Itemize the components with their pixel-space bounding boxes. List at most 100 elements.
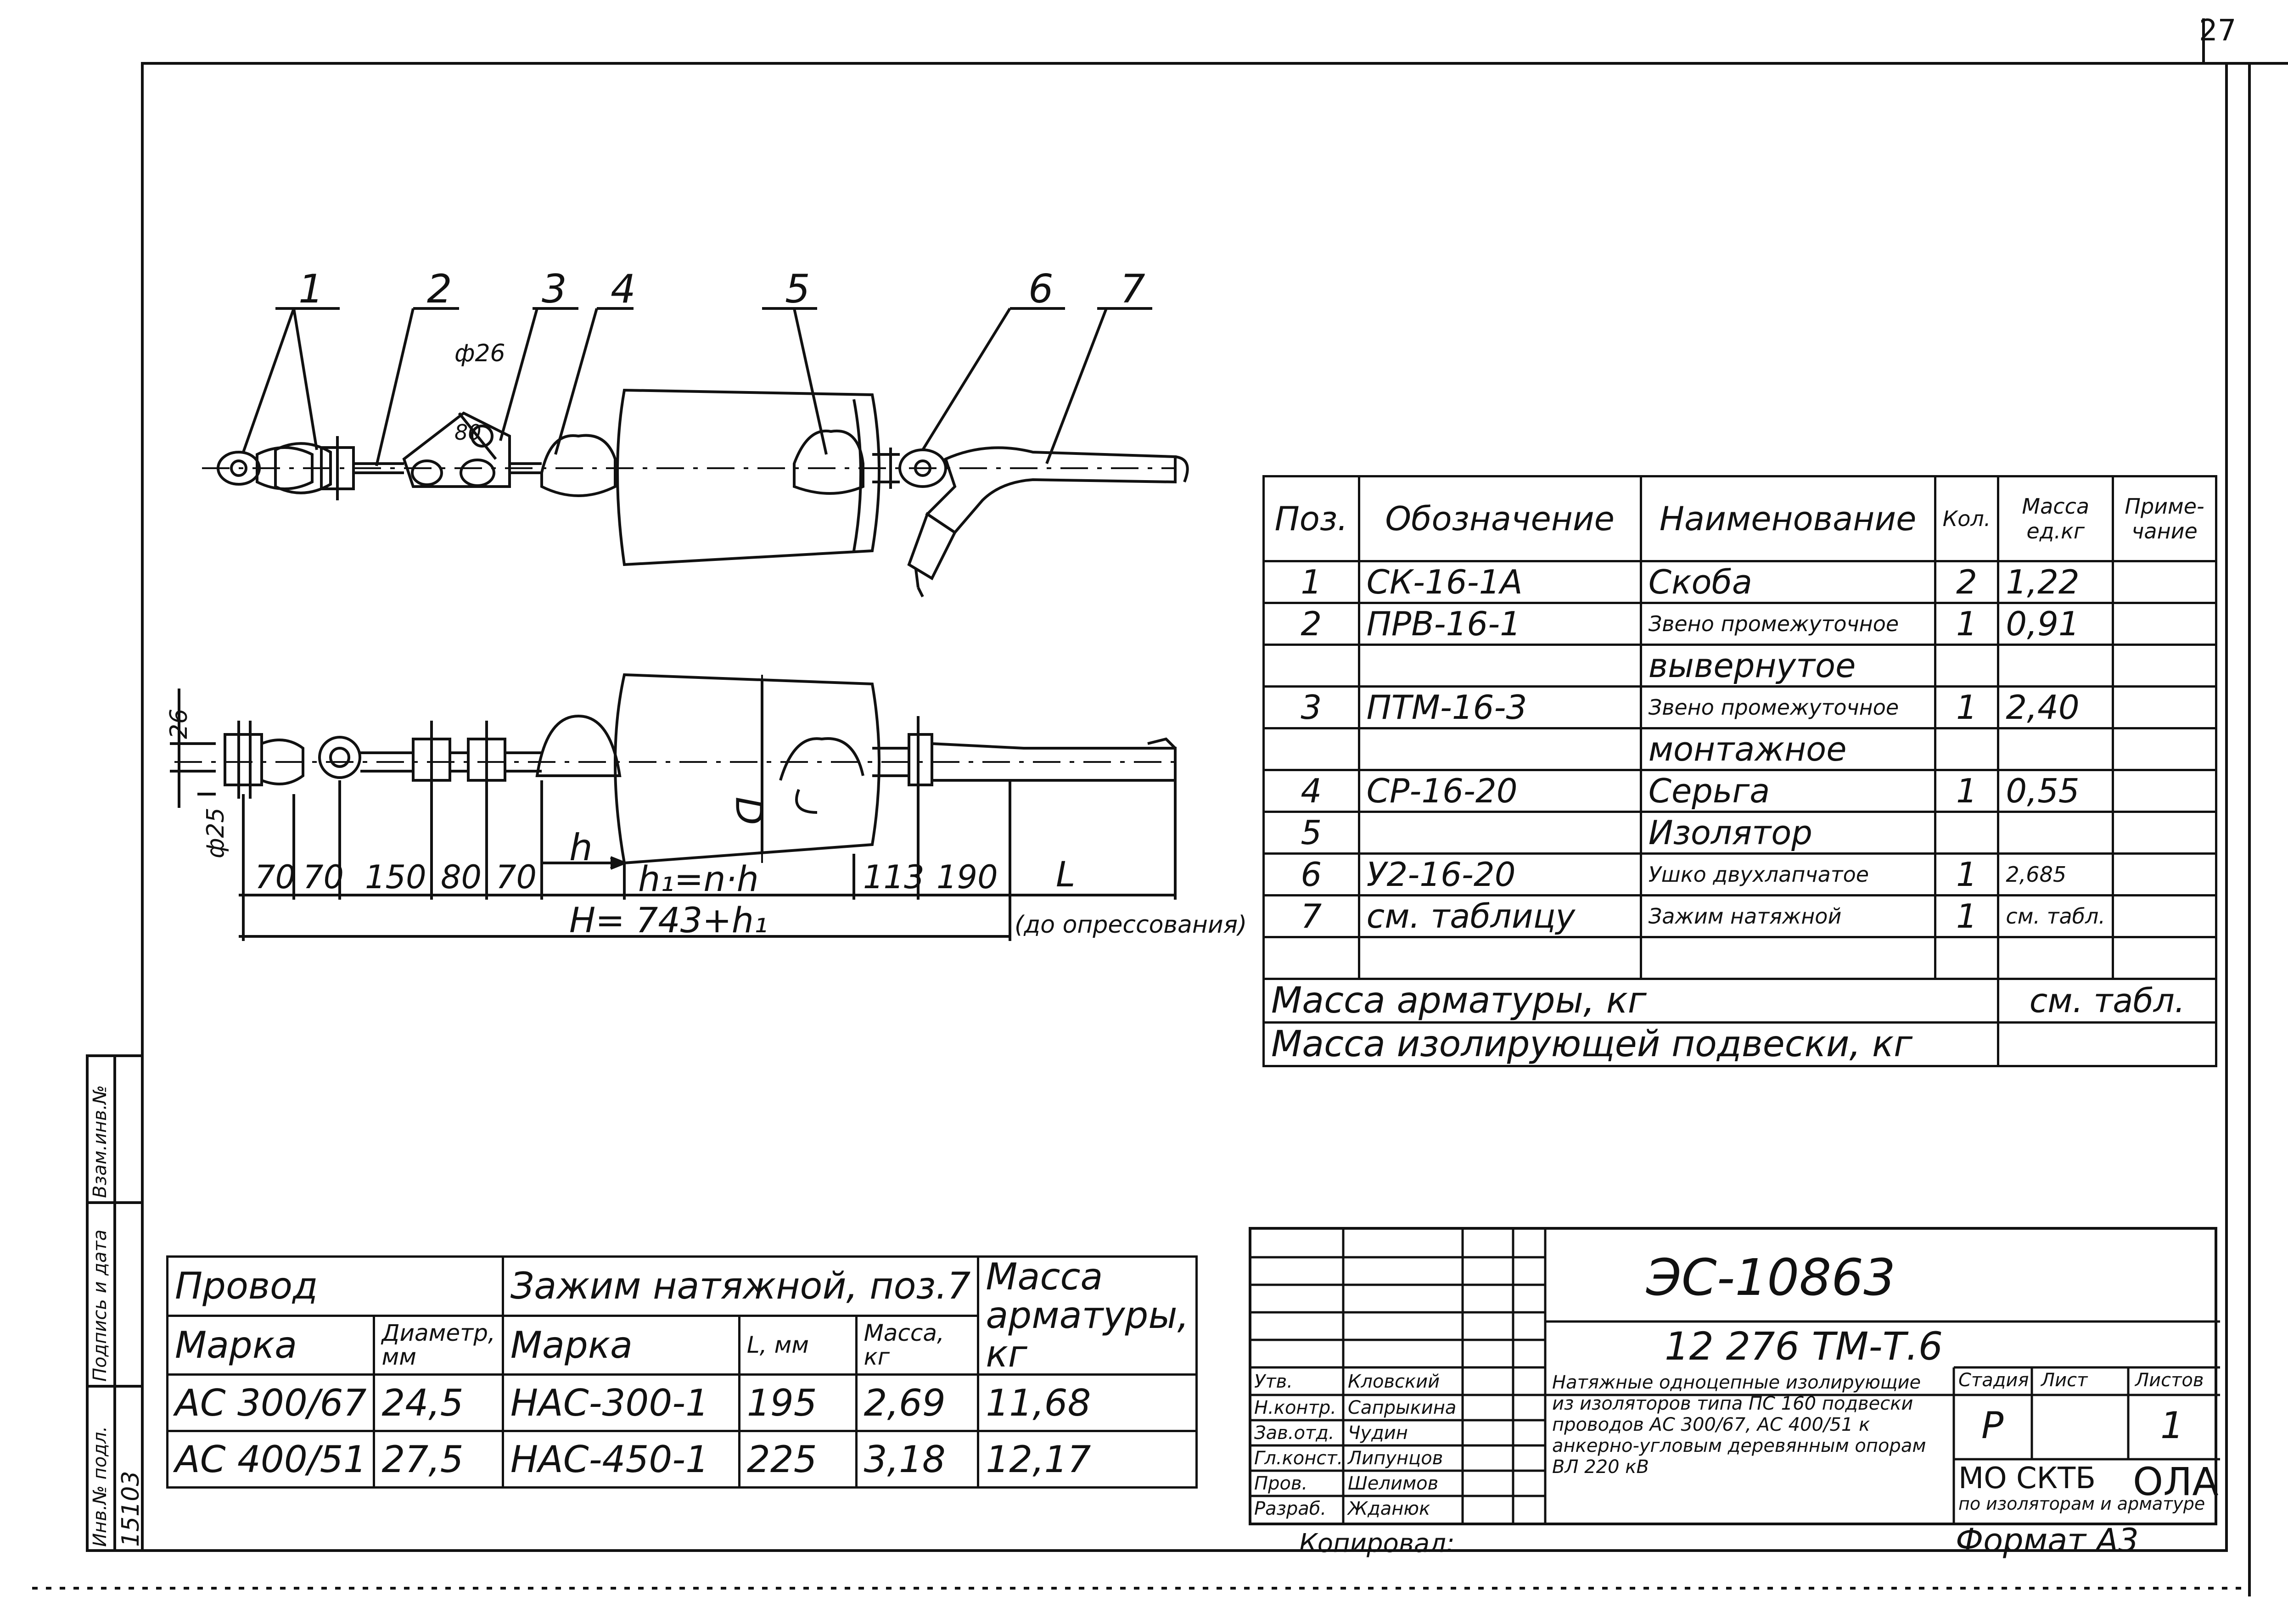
table-cell <box>1357 727 1642 771</box>
table-cell: 1 <box>1934 769 2000 813</box>
organization-logo: ОЛА <box>2133 1459 2219 1504</box>
spec-header-qty: Кол. <box>1934 475 2000 562</box>
table-cell <box>1357 936 1642 980</box>
mass-insulating-row: Масса изолирующей подвески, кг <box>1262 1021 2217 1067</box>
document-subcode: 12 276 ТМ-Т.6 <box>1665 1324 1943 1369</box>
wire-header-mass: Масса арматуры, кг <box>977 1255 1198 1376</box>
table-cell: 4 <box>1262 769 1360 813</box>
role-developed: Разраб. <box>1254 1498 1327 1519</box>
table-cell <box>2112 852 2217 896</box>
wire-header-mark: Марка <box>166 1314 376 1376</box>
spec-header-designation: Обозначение <box>1357 475 1642 562</box>
table-cell: 27,5 <box>373 1430 504 1489</box>
table-cell: Звено промежуточное <box>1639 602 1936 646</box>
table-cell: Зажим натяжной <box>1639 894 1936 938</box>
side-inventory-number: 15103 <box>117 1471 145 1547</box>
table-cell <box>2112 769 2217 813</box>
table-row: 4 СР-16-20 Серьга 1 0,55 <box>1262 769 2217 813</box>
position-label-7: 7 <box>1120 266 1145 312</box>
sheet-label: Лист <box>2041 1370 2088 1391</box>
table-cell <box>1934 727 2000 771</box>
table-cell: 3,18 <box>855 1430 980 1489</box>
position-label-4: 4 <box>611 266 636 312</box>
table-cell <box>1997 727 2114 771</box>
table-cell <box>1934 811 2000 855</box>
table-cell: 7 <box>1262 894 1360 938</box>
position-label-5: 5 <box>785 266 810 312</box>
table-cell: 12,17 <box>977 1430 1198 1489</box>
mass-insulating-label: Масса изолирующей подвески, кг <box>1262 1021 2000 1067</box>
stage-value: Р <box>1981 1404 2004 1447</box>
table-cell: Серьга <box>1639 769 1936 813</box>
table-cell: 1,22 <box>1997 560 2114 604</box>
dim-70-a: 70 <box>255 858 296 896</box>
table-cell: см. таблицу <box>1357 894 1642 938</box>
table-cell: монтажное <box>1639 727 1936 771</box>
table-cell <box>1997 936 2114 980</box>
table-cell <box>1262 727 1360 771</box>
wire-header-diameter: Диаметр, мм <box>373 1314 504 1376</box>
dim-113: 113 <box>863 858 925 896</box>
wire-header-clamp: Зажим натяжной, поз.7 <box>501 1255 980 1317</box>
table-cell <box>2112 894 2217 938</box>
dim-80: 80 <box>441 858 482 896</box>
table-cell <box>2112 936 2217 980</box>
table-row: 3 ПТМ-16-3 Звено промежуточное 1 2,40 <box>1262 685 2217 729</box>
name-norm-control: Сапрыкина <box>1348 1397 1457 1418</box>
format-label: Формат А3 <box>1956 1522 2139 1559</box>
table-cell: Изолятор <box>1639 811 1936 855</box>
dim-25-label: ф25 <box>202 807 230 858</box>
table-cell: см. табл. <box>1997 894 2114 938</box>
table-cell <box>1357 811 1642 855</box>
table-cell <box>1934 644 2000 688</box>
table-cell: 1 <box>1934 685 2000 729</box>
table-cell: У2-16-20 <box>1357 852 1642 896</box>
table-cell: 2 <box>1934 560 2000 604</box>
wire-header-clamp-mark: Марка <box>501 1314 740 1376</box>
table-cell <box>1262 936 1360 980</box>
mass-insulating-value <box>1997 1021 2217 1067</box>
dim-total-h-label: H= 743+h₁ <box>569 900 768 941</box>
table-cell: 11,68 <box>977 1373 1198 1432</box>
table-cell: 195 <box>738 1373 858 1432</box>
dim-150: 150 <box>365 858 426 896</box>
organization-name: МО СКТБ <box>1958 1462 2096 1495</box>
sheet-number: 27 <box>2199 14 2237 48</box>
table-cell: 2,69 <box>855 1373 980 1432</box>
position-label-3: 3 <box>542 266 567 312</box>
table-cell: 0,91 <box>1997 602 2114 646</box>
table-cell <box>1639 936 1936 980</box>
name-approved: Кловский <box>1348 1371 1440 1392</box>
dim-d-label: D <box>727 796 770 825</box>
dim-h1-label: h₁=n·h <box>638 858 759 899</box>
copied-by-label: Копировал: <box>1299 1529 1455 1558</box>
table-cell: 1 <box>1262 560 1360 604</box>
title-block-grid <box>1251 1230 2220 1523</box>
table-cell <box>1997 811 2114 855</box>
table-cell: 3 <box>1262 685 1360 729</box>
table-cell: 2 <box>1262 602 1360 646</box>
dim-70-b: 70 <box>303 858 344 896</box>
position-label-1: 1 <box>298 266 324 312</box>
table-cell <box>1997 644 2114 688</box>
title-block: ЭС-10863 12 276 ТМ-Т.6 Утв. Н.контр. Зав… <box>1249 1227 2220 1525</box>
table-cell <box>2112 560 2217 604</box>
table-cell: НАС-300-1 <box>501 1373 740 1432</box>
side-signature-label: Подпись и дата <box>90 1229 111 1382</box>
table-cell: Звено промежуточное <box>1639 685 1936 729</box>
table-row: АС 400/51 27,5 НАС-450-1 225 3,18 12,17 <box>166 1430 1198 1489</box>
position-label-2: 2 <box>427 266 452 312</box>
table-cell: СК-16-1А <box>1357 560 1642 604</box>
role-approved: Утв. <box>1254 1371 1293 1392</box>
name-chief-designer: Липунцов <box>1348 1448 1443 1469</box>
table-cell <box>2112 644 2217 688</box>
spec-header-row: Поз. Обозначение Наименование Кол. Масса… <box>1262 475 2217 562</box>
table-cell: 2,40 <box>1997 685 2114 729</box>
dim-70-c: 70 <box>496 858 537 896</box>
table-cell: Ушко двухлапчатое <box>1639 852 1936 896</box>
dim-26-label: 26 <box>165 708 193 739</box>
table-cell: ПТМ-16-3 <box>1357 685 1642 729</box>
position-label-6: 6 <box>1028 266 1054 312</box>
table-cell: 1 <box>1934 852 2000 896</box>
